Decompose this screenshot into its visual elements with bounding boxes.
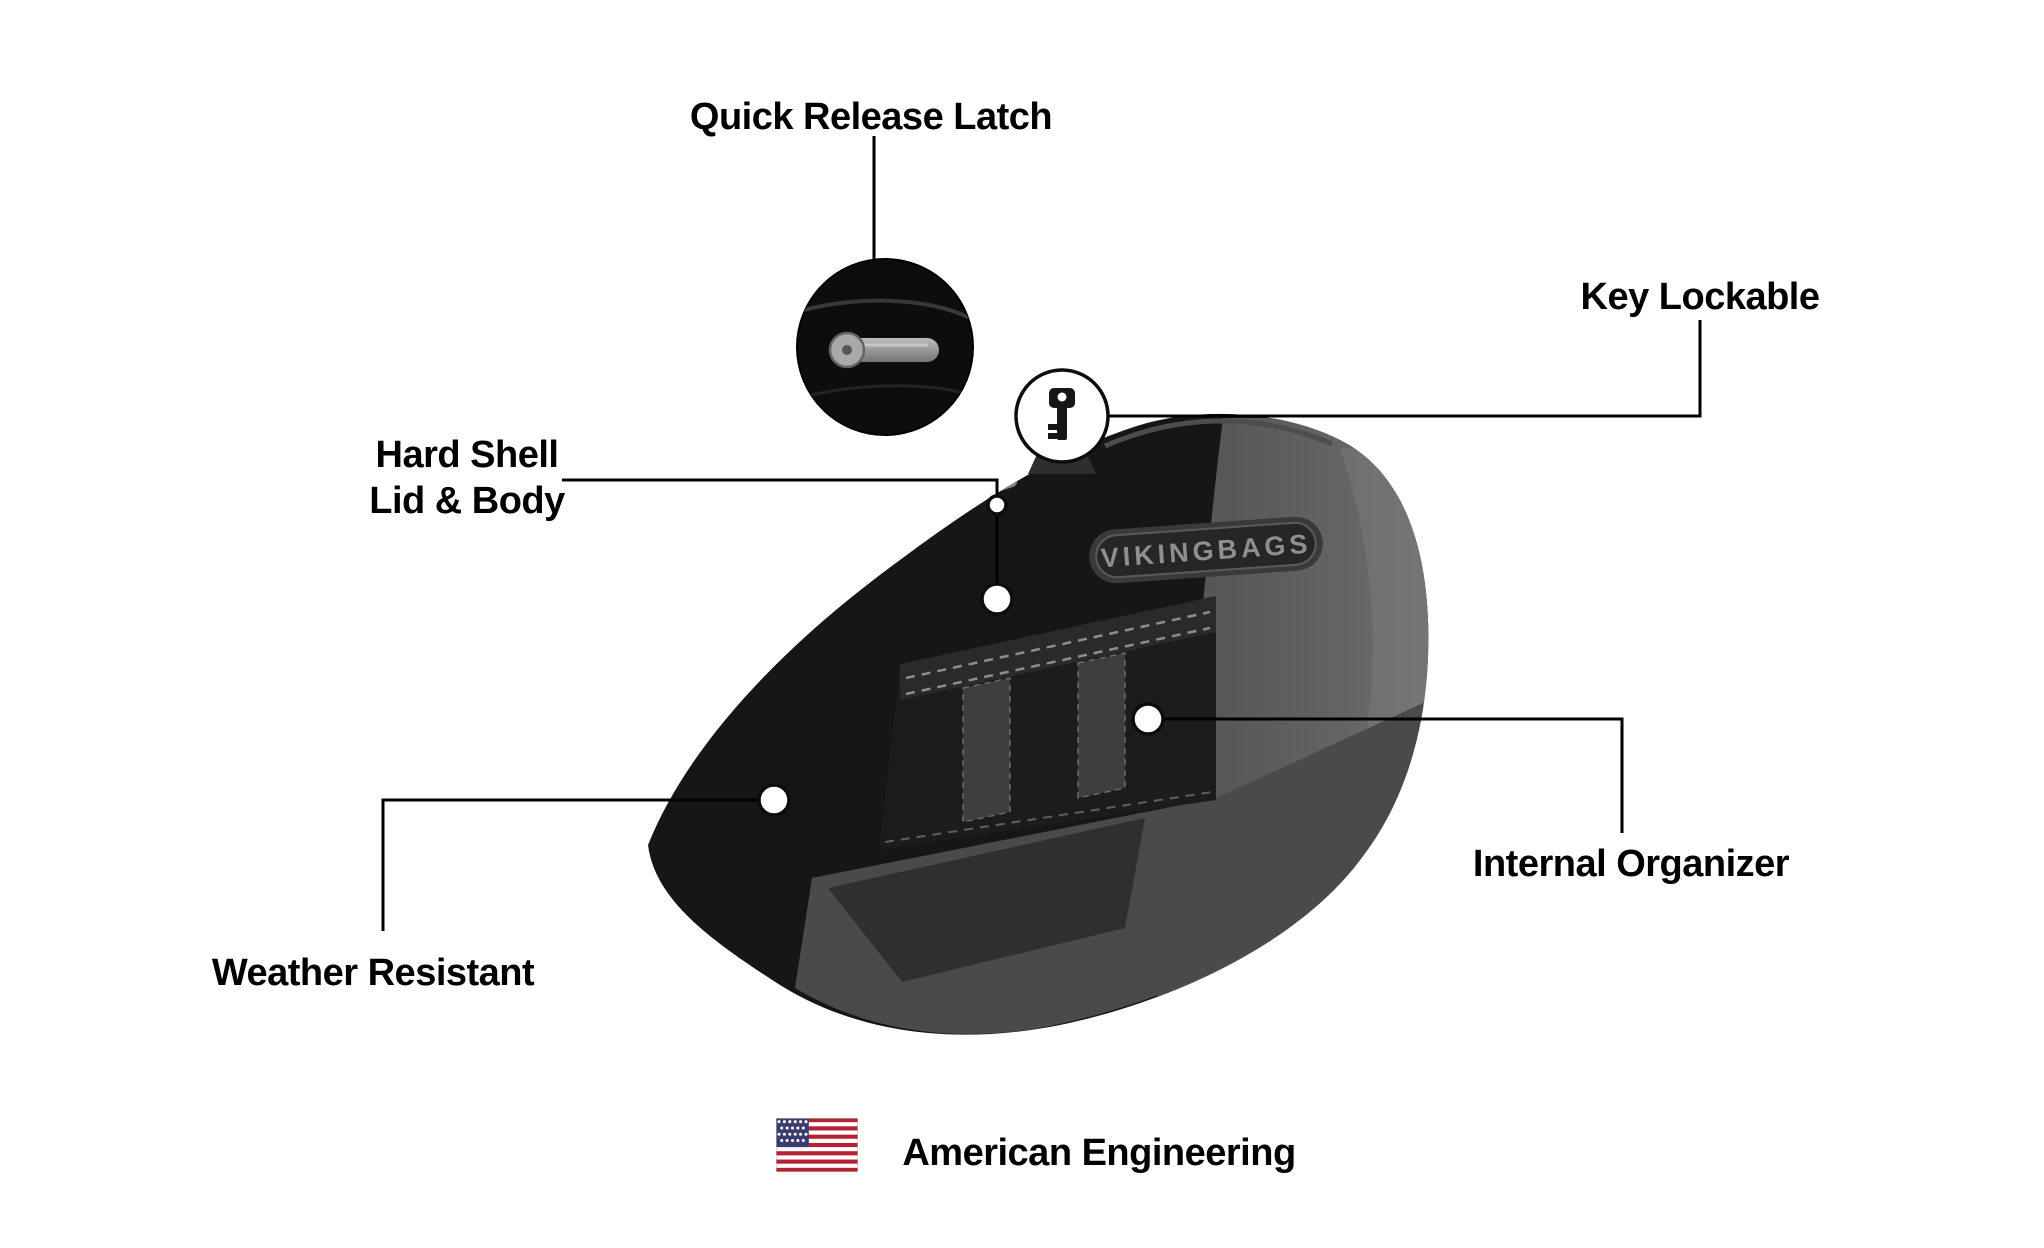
- marker-internal-organizer-dot: [1131, 702, 1165, 736]
- stitch-line-base: [884, 791, 1213, 843]
- lower-body-dark-wedge: [828, 818, 1145, 982]
- connector-internal-organizer: [1148, 717, 1624, 833]
- organizer-top-band: [900, 596, 1216, 700]
- label-quick-release-latch: Quick Release Latch: [689, 96, 1053, 138]
- connector-key-lockable: [1109, 320, 1702, 418]
- marker-weather-resistant-dot: [757, 783, 791, 817]
- key-icon: [1048, 388, 1075, 440]
- label-internal-organizer: Internal Organizer: [1472, 843, 1790, 885]
- marker-hard-shell-edge-dot: [986, 494, 1008, 516]
- latch-seam-lower: [799, 384, 973, 400]
- connector-hard-shell: [562, 478, 999, 599]
- label-hard-shell-line1: Hard Shell: [375, 434, 559, 476]
- marker-dots: [757, 494, 1165, 817]
- label-hard-shell: Hard Shell Lid & Body: [369, 432, 565, 524]
- connector-lines: [381, 136, 1702, 931]
- label-hard-shell-line2: Lid & Body: [369, 480, 565, 522]
- organizer-divider-2: [1077, 652, 1126, 799]
- internal-organizer-panel: [879, 596, 1216, 850]
- latch-seam-upper: [797, 298, 971, 320]
- latch-pivot-screw: [842, 345, 852, 355]
- brand-logo: VIKINGBAGS: [1089, 516, 1323, 584]
- key-lock-callout: [1014, 368, 1110, 474]
- saddlebag: VIKINGBAGS: [648, 413, 1429, 1035]
- label-american-engineering: American Engineering: [902, 1132, 1296, 1174]
- us-flag-icon: [776, 1118, 858, 1172]
- stitch-line-top: [905, 610, 1211, 680]
- organizer-divider-1: [962, 677, 1011, 823]
- connector-weather-resistant: [381, 798, 774, 931]
- label-key-lockable: Key Lockable: [1580, 276, 1821, 318]
- label-weather-resistant: Weather Resistant: [211, 952, 535, 994]
- top-edge-highlight: [1103, 418, 1333, 449]
- stitch-line-bottom: [905, 626, 1211, 696]
- marker-hard-shell-dot: [980, 582, 1014, 616]
- quick-release-latch-callout: [796, 258, 974, 436]
